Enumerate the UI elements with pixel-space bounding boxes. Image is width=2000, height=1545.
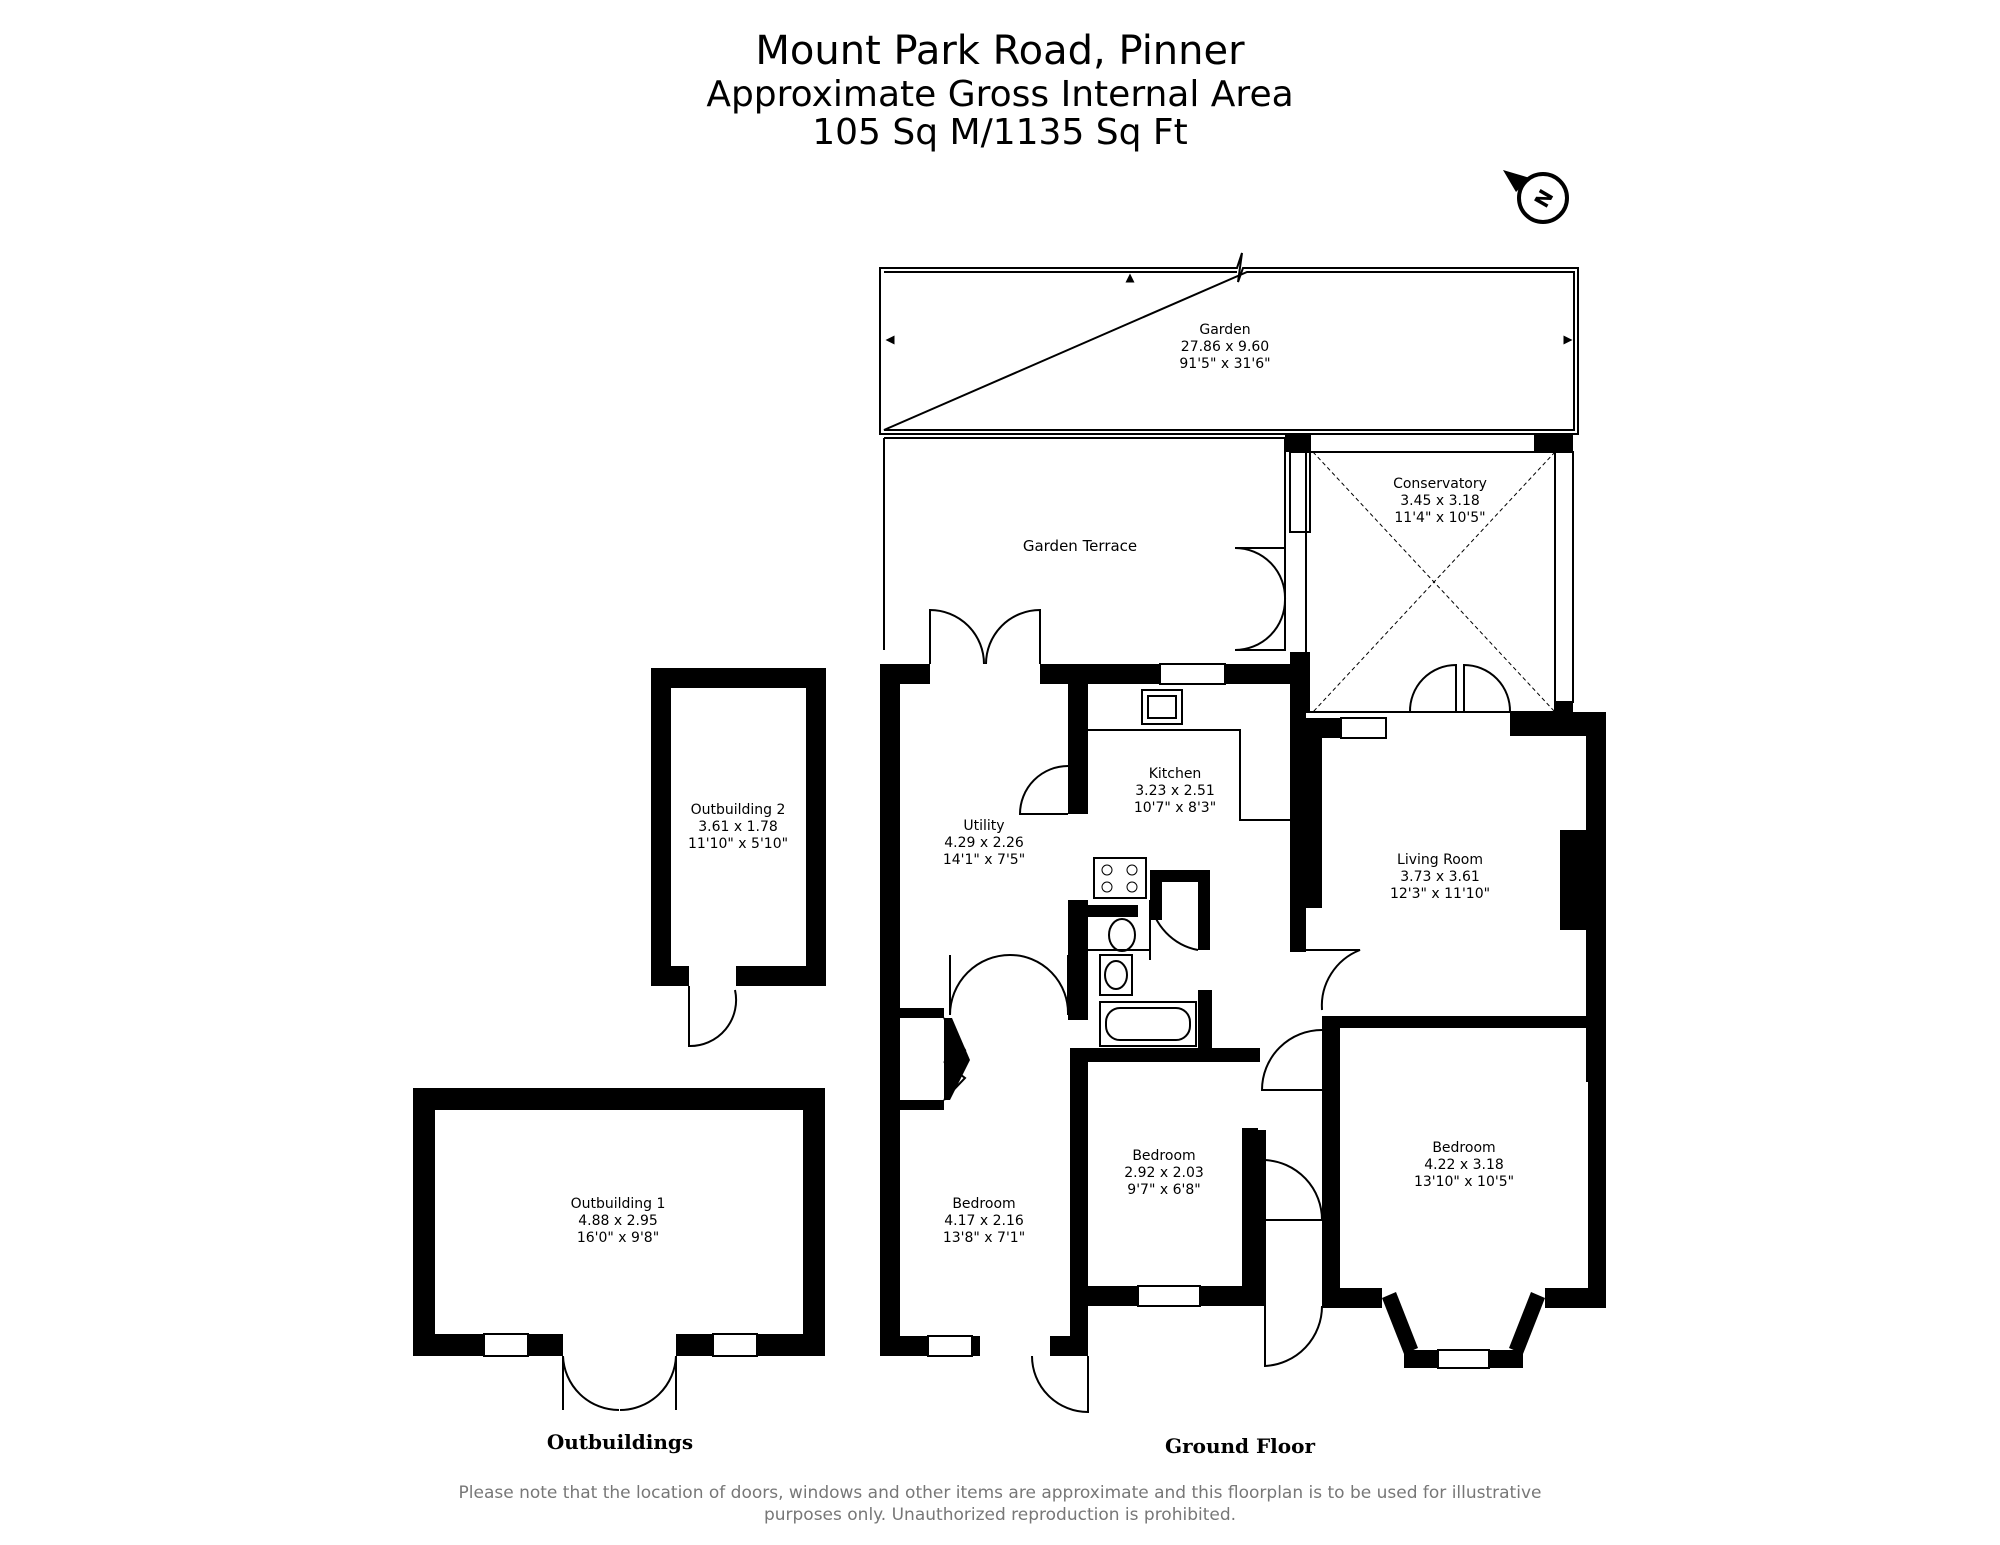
bathroom-fixtures: [1074, 918, 1197, 1047]
room-metric: 3.61 x 1.78: [698, 819, 778, 835]
room-imperial: 10'7" x 8'3": [1133, 800, 1217, 816]
room-name: Living Room: [1397, 852, 1483, 868]
room-name: Bedroom: [1432, 1140, 1496, 1156]
disclaimer-line-2: purposes only. Unauthorized reproduction…: [763, 1505, 1237, 1525]
room-metric: 4.22 x 3.18: [1424, 1157, 1504, 1173]
room-metric: 3.73 x 3.61: [1400, 869, 1480, 885]
room-conservatory: Conservatory 3.45 x 3.18 11'4" x 10'5": [1330, 476, 1550, 527]
floor-label-ground-floor: Ground Floor: [1165, 1434, 1315, 1458]
room-imperial: 14'1" x 7'5": [942, 852, 1026, 868]
cupboard-doors: [943, 1017, 967, 1101]
room-imperial: 11'10" x 5'10": [687, 836, 789, 852]
room-imperial: 11'4" x 10'5": [1394, 510, 1486, 526]
room-name: Garden: [1199, 322, 1251, 338]
room-bedroom-left: Bedroom 4.17 x 2.16 13'8" x 7'1": [874, 1196, 1094, 1247]
room-metric: 4.88 x 2.95: [578, 1213, 658, 1229]
outbuilding-2-door: [688, 986, 738, 1048]
room-metric: 3.45 x 3.18: [1400, 493, 1480, 509]
disclaimer: Please note that the location of doors, …: [440, 1482, 1560, 1526]
floor-label-outbuildings: Outbuildings: [546, 1430, 694, 1454]
room-outbuilding-1: Outbuilding 1 4.88 x 2.95 16'0" x 9'8": [508, 1196, 728, 1247]
conservatory-roof-lines: [1312, 451, 1556, 713]
hob-icon: [1093, 857, 1147, 899]
room-imperial: 91'5" x 31'6": [1179, 356, 1271, 372]
outbuilding-1-windows: [483, 1333, 758, 1357]
room-name: Bedroom: [952, 1196, 1016, 1212]
room-living-room: Living Room 3.73 x 3.61 12'3" x 11'10": [1330, 852, 1550, 903]
garden-outline: [879, 252, 1579, 435]
door-swings: [929, 547, 1512, 1414]
north-arrow-icon: N: [1503, 170, 1569, 224]
room-name: Conservatory: [1393, 476, 1487, 492]
area-value: 105 Sq M/1135 Sq Ft: [812, 112, 1188, 153]
conservatory-outline: [1305, 451, 1556, 713]
room-name: Garden Terrace: [1022, 537, 1138, 555]
room-metric: 27.86 x 9.60: [1180, 339, 1270, 355]
room-utility: Utility 4.29 x 2.26 14'1" x 7'5": [874, 818, 1094, 869]
room-imperial: 13'10" x 10'5": [1413, 1174, 1515, 1190]
house-walls: [880, 434, 1606, 1368]
svg-text:N: N: [1529, 185, 1558, 212]
room-bedroom-right: Bedroom 4.22 x 3.18 13'10" x 10'5": [1354, 1140, 1574, 1191]
room-name: Outbuilding 2: [690, 802, 786, 818]
room-metric: 4.17 x 2.16: [944, 1213, 1024, 1229]
room-imperial: 12'3" x 11'10": [1389, 886, 1491, 902]
room-metric: 4.29 x 2.26: [944, 835, 1024, 851]
area-label: Approximate Gross Internal Area: [706, 74, 1294, 115]
room-imperial: 16'0" x 9'8": [576, 1230, 660, 1246]
outbuilding-1-door: [562, 1355, 677, 1411]
room-name: Outbuilding 1: [570, 1196, 666, 1212]
room-metric: 2.92 x 2.03: [1124, 1165, 1204, 1181]
room-name: Utility: [963, 818, 1005, 834]
room-kitchen: Kitchen 3.23 x 2.51 10'7" x 8'3": [1065, 766, 1285, 817]
property-address: Mount Park Road, Pinner: [755, 28, 1245, 74]
room-metric: 3.23 x 2.51: [1135, 783, 1215, 799]
room-garden: Garden 27.86 x 9.60 91'5" x 31'6": [1115, 322, 1335, 373]
garden-dimension-marks: [885, 273, 1573, 345]
room-bedroom-middle: Bedroom 2.92 x 2.03 9'7" x 6'8": [1054, 1148, 1274, 1199]
room-imperial: 9'7" x 6'8": [1127, 1182, 1201, 1198]
room-garden-terrace: Garden Terrace: [970, 538, 1190, 555]
outbuilding-2-walls: [651, 668, 826, 986]
kitchen-counter: [1088, 689, 1290, 821]
disclaimer-line-1: Please note that the location of doors, …: [458, 1483, 1542, 1503]
room-name: Bedroom: [1132, 1148, 1196, 1164]
room-name: Kitchen: [1148, 766, 1202, 782]
room-outbuilding-2: Outbuilding 2 3.61 x 1.78 11'10" x 5'10": [628, 802, 848, 853]
room-imperial: 13'8" x 7'1": [942, 1230, 1026, 1246]
